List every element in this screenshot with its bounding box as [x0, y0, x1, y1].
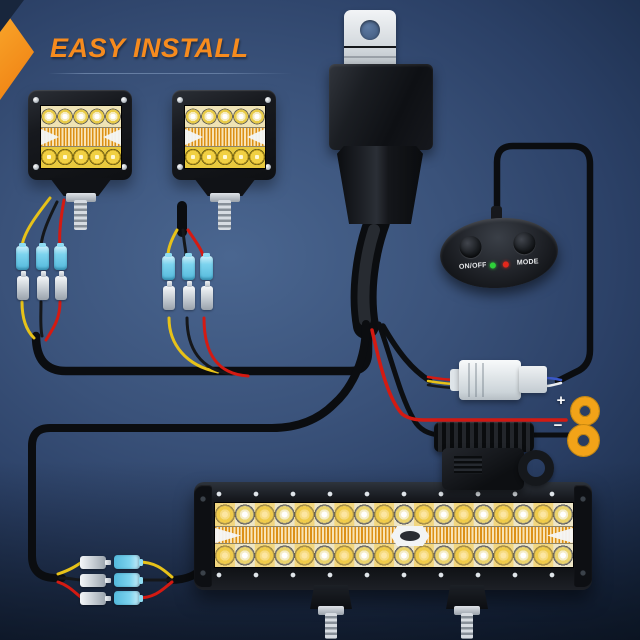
battery-lead-wires — [370, 328, 568, 422]
rivet-row — [216, 491, 570, 497]
screw-icon — [33, 97, 39, 103]
silver-male-connector — [80, 592, 111, 605]
title-divider — [48, 73, 292, 74]
led-pod-light-right — [172, 90, 276, 230]
mounting-foot — [446, 585, 488, 609]
silver-male-connector — [37, 271, 49, 300]
pod-housing — [172, 90, 276, 180]
spade-connectors-light-bar — [78, 552, 146, 614]
screw-icon — [121, 97, 127, 103]
page-title: EASY INSTALL — [50, 33, 249, 63]
connector-body — [459, 360, 521, 400]
blue-female-connector — [162, 253, 175, 280]
screw-icon — [177, 164, 183, 170]
pod-led-row-top — [41, 106, 121, 127]
silver-male-connector — [80, 556, 111, 569]
reflector-chevron-icon — [41, 129, 59, 145]
blue-female-connector — [200, 253, 213, 280]
mounting-hole — [360, 20, 380, 40]
blue-female-connector — [114, 573, 143, 587]
silver-male-connector — [80, 574, 111, 587]
mode-button — [512, 231, 537, 255]
reflector-chevron-icon — [185, 129, 203, 145]
light-bar-lens — [214, 502, 574, 568]
reflector-chevron-icon — [103, 129, 121, 145]
pod-housing — [28, 90, 132, 180]
negative-label: − — [553, 417, 563, 434]
mounting-bolt — [74, 200, 87, 230]
ring-terminal-negative — [568, 425, 599, 456]
pod-led-row-top — [185, 106, 265, 127]
connector-latch — [450, 369, 461, 391]
reflector-chevron-icon — [215, 528, 241, 543]
silver-male-connector — [163, 281, 175, 310]
rivet-row — [216, 572, 570, 578]
pod-led-row-middle — [185, 127, 265, 147]
ring-terminal-positive — [571, 397, 599, 425]
switch-cable-collar — [491, 206, 502, 222]
mounting-foot — [310, 585, 352, 609]
pod-lens — [40, 105, 122, 169]
mounting-nut — [66, 193, 96, 202]
reflector-chevron-icon — [547, 528, 573, 543]
led-pod-light-left — [28, 90, 132, 230]
screw-icon — [265, 97, 271, 103]
light-bar-end-cap — [194, 485, 212, 587]
mounting-nut — [318, 606, 344, 615]
quick-connector — [450, 360, 550, 400]
fuse-holder-body — [442, 448, 524, 490]
fuse-holder-cap — [434, 422, 534, 452]
silver-male-connector — [55, 271, 67, 300]
mounting-nut — [210, 193, 240, 202]
mounting-bolt — [461, 613, 473, 639]
screw-icon — [33, 164, 39, 170]
mode-label: MODE — [516, 258, 539, 267]
silver-male-connector — [201, 281, 213, 310]
fuse-holder — [418, 418, 558, 496]
pod-led-row-bottom — [185, 147, 265, 168]
silver-male-connector — [183, 281, 195, 310]
screw-icon — [265, 164, 271, 170]
mounting-bolt — [325, 613, 337, 639]
spade-connectors-pod-right — [160, 253, 226, 318]
bar-led-row-bottom — [215, 544, 573, 567]
silver-male-connector — [17, 271, 29, 300]
blue-female-connector — [36, 243, 49, 270]
mounting-bracket — [50, 178, 112, 196]
fuse-holder-hook — [518, 450, 554, 486]
reflector-chevron-icon — [247, 129, 265, 145]
spade-connectors-pod-left — [14, 243, 80, 308]
screw-icon — [121, 164, 127, 170]
positive-label: + — [556, 392, 566, 409]
blue-female-connector — [182, 253, 195, 280]
mode-led — [502, 261, 510, 268]
blue-female-connector — [114, 591, 143, 605]
on-off-button — [458, 235, 483, 259]
bar-led-row-top — [215, 503, 573, 526]
pod-led-row-bottom — [41, 147, 121, 168]
mounting-bolt — [218, 200, 231, 230]
pod-led-row-middle — [41, 127, 121, 147]
light-bar — [194, 482, 592, 639]
light-bar-end-cap — [574, 485, 592, 587]
mounting-nut — [454, 606, 480, 615]
mounting-bracket — [194, 178, 256, 196]
brand-badge — [390, 526, 430, 546]
tab-clamp-band — [344, 46, 396, 58]
connector-plug — [519, 366, 547, 393]
relay-box — [329, 64, 433, 150]
pod-lens — [184, 105, 266, 169]
relay-socket — [337, 146, 423, 224]
blue-female-connector — [114, 555, 143, 569]
on-off-label: ON/OFF — [458, 261, 487, 271]
relay-mounting-tab — [344, 10, 396, 68]
blue-female-connector — [16, 243, 29, 270]
screw-icon — [177, 97, 183, 103]
blue-female-connector — [54, 243, 67, 270]
